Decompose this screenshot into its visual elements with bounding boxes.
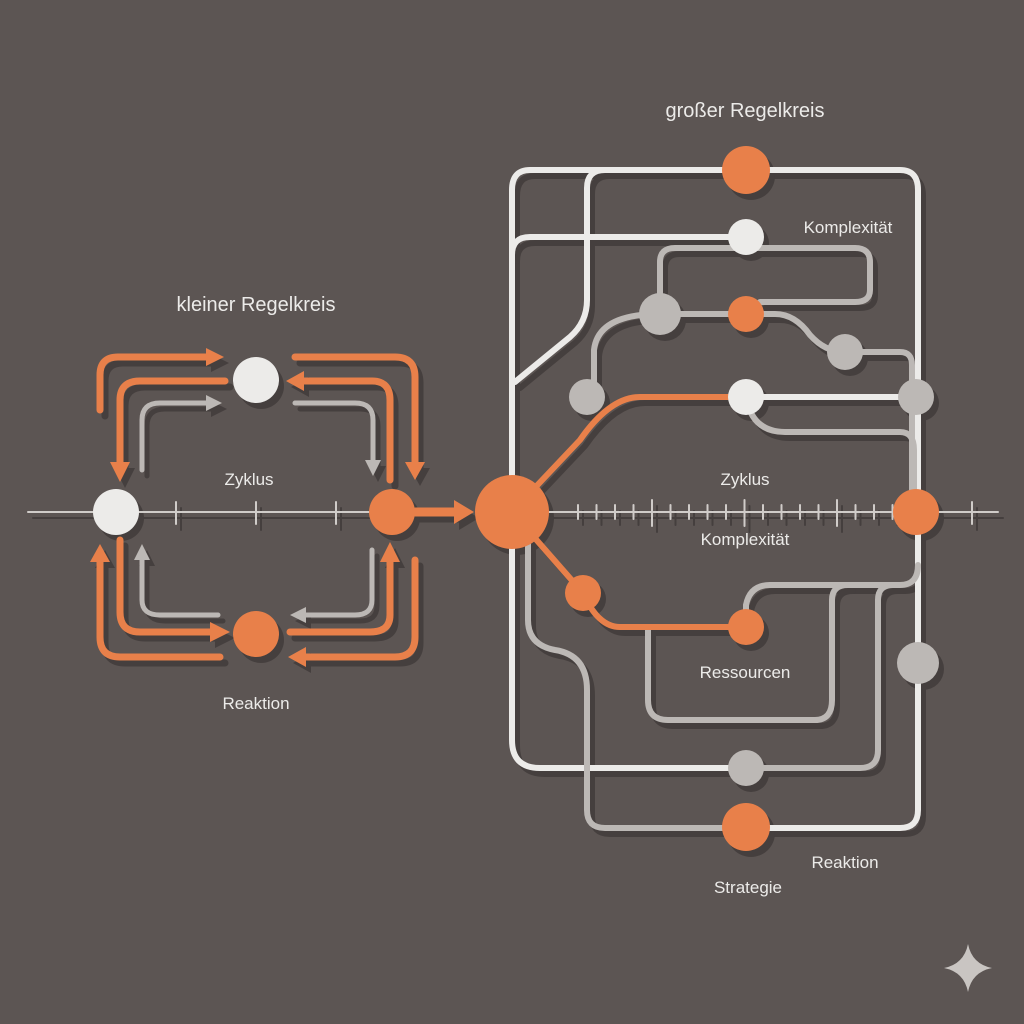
small-node-right xyxy=(369,489,415,535)
small-reaction-label: Reaktion xyxy=(222,694,289,713)
nodes xyxy=(93,146,939,851)
shadow xyxy=(291,564,399,642)
strategy-label: Strategie xyxy=(714,878,782,897)
shadow xyxy=(101,359,219,420)
shadow xyxy=(748,400,922,521)
sparkle-icon xyxy=(944,944,992,992)
complexity-axis-label: Komplexität xyxy=(701,530,790,549)
shadow xyxy=(517,173,754,391)
small-loop-arrowheads xyxy=(90,348,474,667)
shadow xyxy=(297,406,381,471)
shadow xyxy=(121,383,234,472)
big-loop-title: großer Regelkreis xyxy=(666,100,825,122)
small-cycle-label: Zyklus xyxy=(224,470,273,489)
complexity-top-label: Komplexität xyxy=(804,218,893,237)
shadow xyxy=(514,173,754,777)
small-node-bottom xyxy=(233,611,279,657)
resources-label: Ressourcen xyxy=(700,663,791,682)
big-cycle-label: Zyklus xyxy=(720,470,769,489)
shadow xyxy=(514,240,754,264)
shadow xyxy=(662,251,878,323)
shadow xyxy=(530,533,754,837)
shadow xyxy=(144,563,226,624)
shadow xyxy=(306,562,424,667)
shadow xyxy=(307,553,380,624)
big-reaction-label: Reaktion xyxy=(811,853,878,872)
hub-node xyxy=(475,475,549,549)
shadow xyxy=(514,400,754,521)
small-node-left xyxy=(93,489,139,535)
big-loop-paths xyxy=(509,167,921,831)
small-loop-paths xyxy=(96,353,463,661)
small-node-top xyxy=(233,357,279,403)
small-axis xyxy=(27,501,381,525)
shadow xyxy=(144,406,216,479)
small-loop-title: kleiner Regelkreis xyxy=(177,294,336,316)
